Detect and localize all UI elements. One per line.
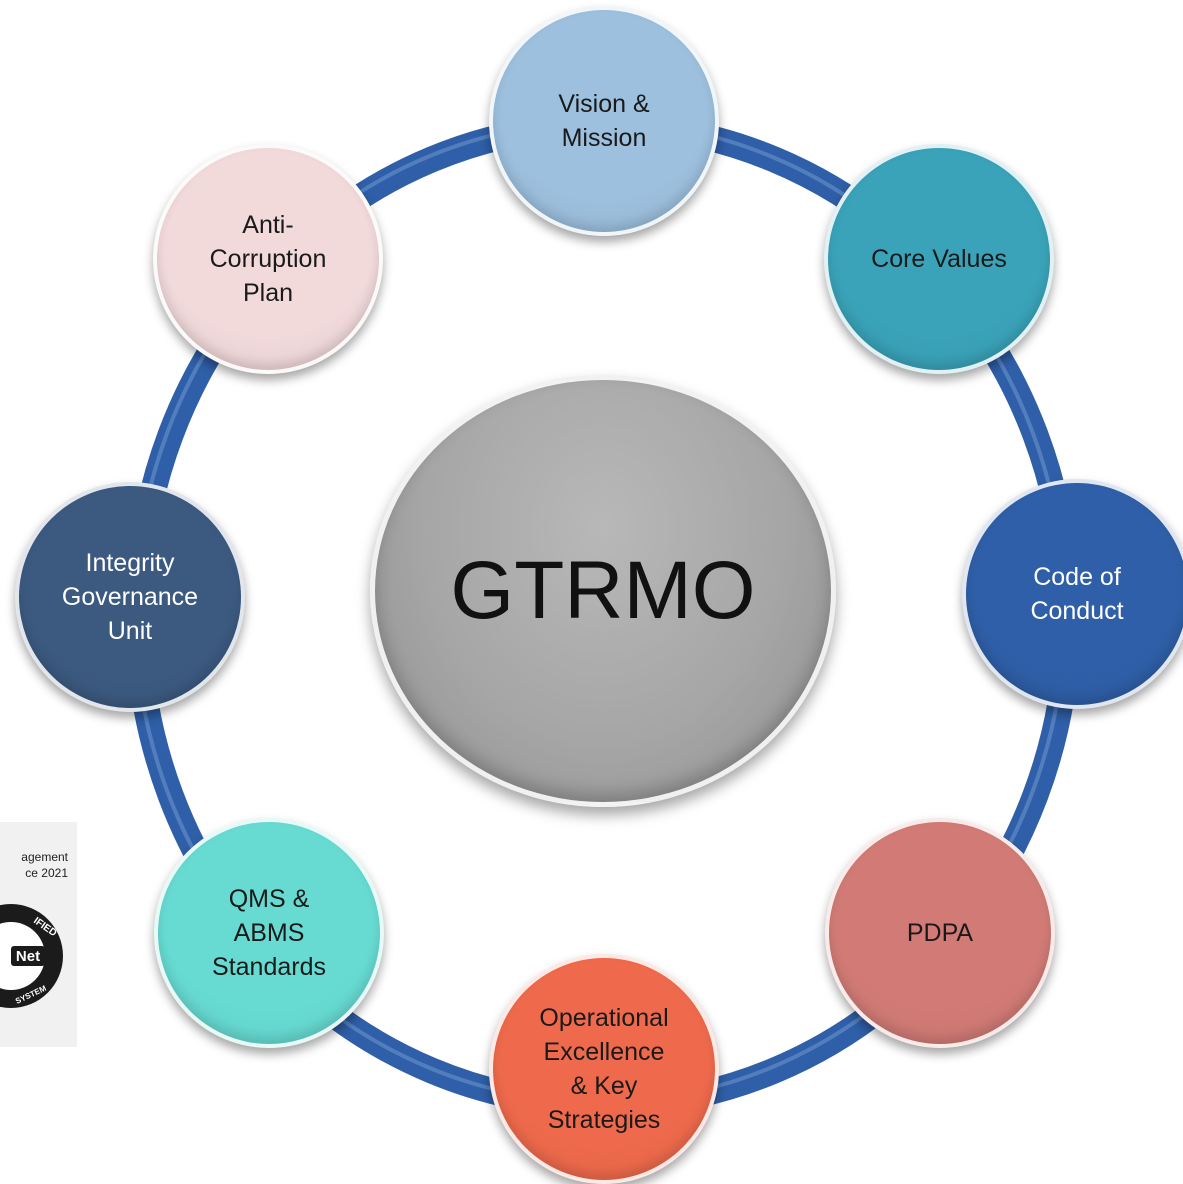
certification-badge: agement ce 2021 Net IFIED SYSTEM <box>0 822 77 1047</box>
hub-label: GTRMO <box>450 545 756 636</box>
certification-text-line-1: agement <box>21 850 68 864</box>
hub-circle: GTRMO <box>370 375 836 807</box>
node-pdpa: PDPA <box>825 818 1055 1048</box>
certification-text-line-2: ce 2021 <box>25 866 68 880</box>
node-label: Vision & Mission <box>558 90 650 152</box>
node-label: PDPA <box>906 919 974 947</box>
node-operational-excellence: Operational Excellence & Key Strategies <box>489 954 719 1184</box>
node-label: Anti- Corruption Plan <box>209 211 327 307</box>
node-anti-corruption: Anti- Corruption Plan <box>153 144 383 374</box>
node-label: Integrity Governance Unit <box>61 549 199 645</box>
node-label: Operational Excellence & Key Strategies <box>539 1004 669 1134</box>
node-qms-abms: QMS & ABMS Standards <box>154 818 384 1048</box>
node-code-of-conduct: Code of Conduct <box>962 479 1183 709</box>
node-vision-mission: Vision & Mission <box>489 6 719 236</box>
node-integrity-governance: Integrity Governance Unit <box>15 482 245 712</box>
node-label: Code of Conduct <box>1030 563 1124 625</box>
seal-net-text: Net <box>16 948 40 965</box>
node-label: QMS & ABMS Standards <box>212 885 326 981</box>
node-core-values: Core Values <box>824 144 1054 374</box>
certification-seal-icon: Net IFIED SYSTEM <box>0 904 63 1008</box>
node-label: Core Values <box>871 245 1007 273</box>
